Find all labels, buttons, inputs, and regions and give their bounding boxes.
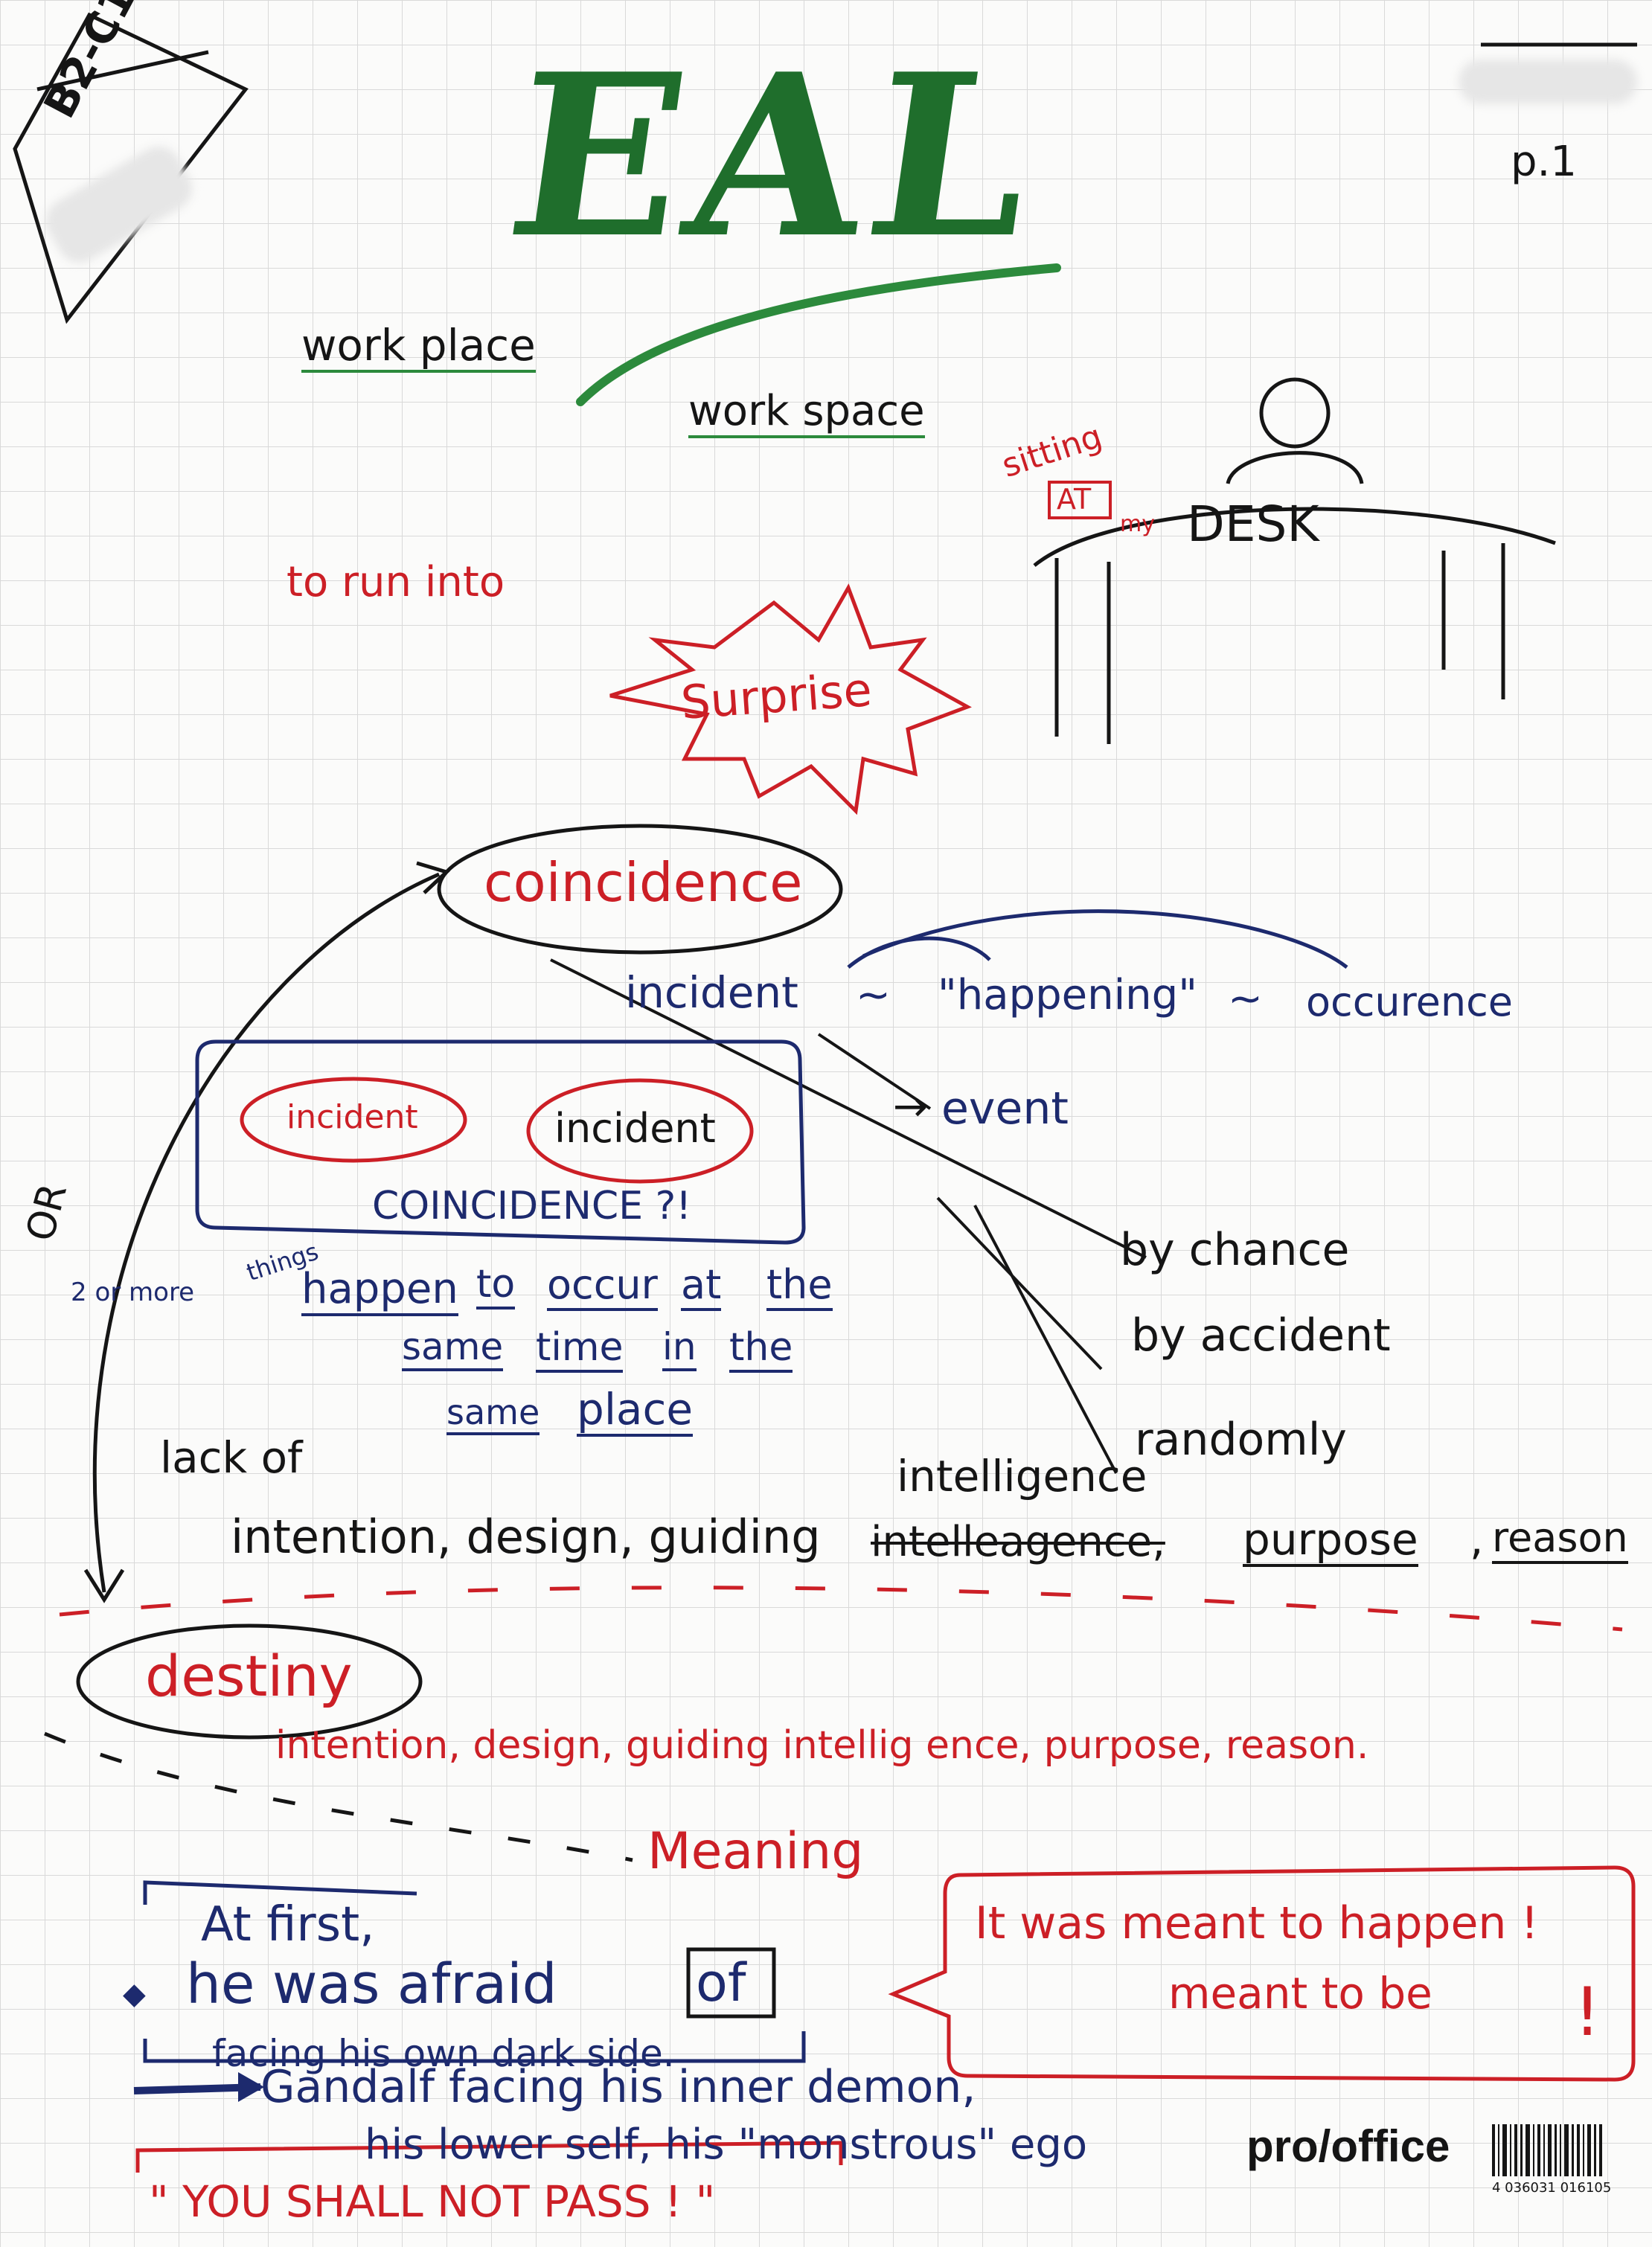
afraid-line: he was afraid — [186, 1952, 557, 2016]
redacted-name-top — [1459, 60, 1637, 104]
meant-exclamation: ! — [1574, 1973, 1601, 2051]
badge-triangle — [13, 12, 249, 324]
incident-box — [195, 1039, 806, 1245]
arc-arrow-2 — [862, 909, 1348, 969]
lack-reason: reason — [1492, 1518, 1628, 1564]
bullet-icon: ◆ — [123, 1977, 146, 2011]
happening-term: "happening" — [938, 971, 1197, 1019]
shall-not-pass: " YOU SHALL NOT PASS ! " — [149, 2176, 716, 2227]
run-into: to run into — [286, 558, 505, 606]
page-title: EAL — [495, 25, 1055, 287]
randomly: randomly — [1135, 1414, 1347, 1466]
def-in: in — [662, 1328, 697, 1371]
incident-term: incident — [625, 967, 798, 1018]
brand-logo: pro/office — [1246, 2121, 1450, 2171]
incident-ellipse-1 — [240, 1077, 467, 1163]
def-the-2: the — [729, 1328, 793, 1373]
of-boxed: of — [696, 1952, 746, 2013]
red-dashed-divider — [59, 1586, 1623, 1632]
incident-ellipse-2 — [526, 1078, 754, 1184]
def-prefix: 2 or more — [71, 1278, 195, 1307]
pass-bracket — [135, 2141, 843, 2173]
box-incident-1: incident — [286, 1098, 418, 1136]
event-term: event — [941, 1083, 1069, 1135]
lower-self-line: his lower self, his "monstrous" ego — [365, 2121, 1088, 2169]
def-to: to — [476, 1265, 516, 1310]
term-at: AT — [1057, 483, 1092, 516]
def-same-2: same — [446, 1395, 540, 1435]
at-first: At first, — [201, 1897, 375, 1952]
of-box — [686, 1947, 776, 2019]
destiny-ellipse — [76, 1623, 423, 1740]
surprise-star — [609, 583, 972, 815]
def-happen: happen — [301, 1269, 458, 1316]
term-desk: DESK — [1187, 496, 1319, 553]
meaning-label: Meaning — [647, 1822, 864, 1881]
meant-to-be: meant to be — [1168, 1968, 1432, 2019]
def-at: at — [681, 1265, 722, 1311]
or-arrow — [92, 872, 440, 1593]
term-workplace: work place — [301, 324, 536, 373]
occurence-term: occurence — [1306, 978, 1514, 1025]
barcode — [1492, 2124, 1602, 2176]
meant-speech-box — [888, 1865, 1636, 2082]
meant-to-happen: It was meant to happen ! — [975, 1897, 1539, 1949]
surprise-label: Surprise — [679, 662, 874, 730]
at-box — [1048, 481, 1112, 519]
lack-purpose: purpose — [1243, 1518, 1418, 1567]
lack-crossed-word: intelleagence, — [871, 1518, 1165, 1566]
event-arrow: → — [893, 1083, 928, 1131]
tilde-1: ~ — [856, 971, 891, 1019]
desk-drawing — [1033, 377, 1556, 744]
page-number: p.1 — [1511, 138, 1577, 186]
def-same-1: same — [402, 1328, 504, 1371]
gandalf-line: Gandalf facing his inner demon, — [260, 2061, 976, 2113]
destiny-word: destiny — [145, 1643, 353, 1709]
lack-of-label: lack of — [160, 1432, 303, 1483]
box-incident-2: incident — [554, 1105, 716, 1152]
coincidence-word: coincidence — [484, 851, 803, 914]
lack-line-a: intention, design, guiding — [231, 1510, 821, 1564]
intelligence-correction: intelligence — [897, 1451, 1147, 1501]
def-occur: occur — [547, 1265, 658, 1311]
coincidence-ellipse — [437, 824, 843, 955]
by-accident: by accident — [1131, 1310, 1391, 1362]
barcode-number: 4 036031 016105 — [1492, 2180, 1612, 2196]
tilde-2: ~ — [1228, 975, 1263, 1023]
def-time: time — [536, 1328, 624, 1373]
term-my: my — [1120, 511, 1155, 537]
destiny-line: intention, design, guiding intellig ence… — [275, 1723, 1369, 1768]
term-workspace: work space — [688, 391, 925, 438]
def-the-1: the — [766, 1265, 833, 1311]
by-chance: by chance — [1120, 1224, 1350, 1276]
lack-comma: , — [1470, 1514, 1484, 1565]
facing-line: facing his own dark side. — [212, 2032, 675, 2075]
def-place: place — [577, 1388, 694, 1437]
box-coincidence-label: COINCIDENCE ?! — [372, 1184, 692, 1228]
title-swoosh — [576, 263, 1061, 406]
afraid-bracket — [143, 1880, 806, 2063]
